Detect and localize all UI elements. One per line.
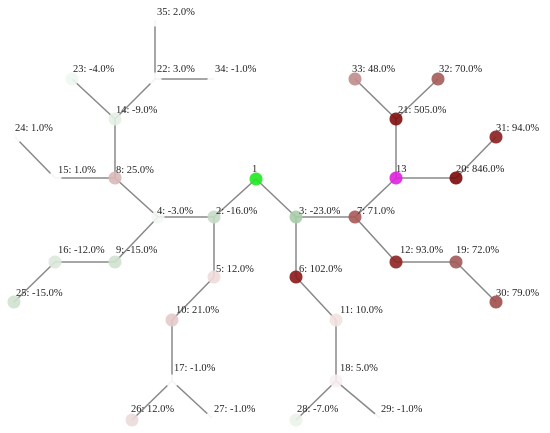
edge-15-24 (14, 136, 56, 179)
node-7[interactable] (348, 210, 362, 224)
labels-layer: 1 2: -16.0% 3: -23.0% 4: -3.0% 5: 12.0% 6: 10… (15, 7, 539, 415)
node-label-16: 16: -12.0% (58, 245, 105, 256)
node-25[interactable] (7, 295, 21, 309)
edge-4-8 (114, 177, 159, 218)
node-label-3: 3: -23.0% (299, 206, 341, 217)
edge-16-25 (13, 261, 56, 303)
edge-17-26 (131, 380, 173, 421)
node-26[interactable] (125, 413, 139, 427)
edge-18-28 (295, 380, 337, 421)
edge-17-27 (171, 380, 213, 419)
node-label-33: 33: 48.0% (352, 64, 395, 75)
edge-14-22 (114, 78, 156, 120)
node-22[interactable] (148, 72, 162, 86)
node-label-23: 23: -4.0% (73, 64, 115, 75)
node-35[interactable] (148, 13, 162, 27)
node-label-25: 25: -15.0% (16, 288, 63, 299)
node-15[interactable] (48, 171, 62, 185)
edge-18-29 (335, 380, 381, 419)
edge-4-9 (114, 216, 159, 263)
node-31[interactable] (489, 130, 503, 144)
node-label-6: 6: 102.0% (299, 264, 342, 275)
node-label-35: 35: 2.0% (157, 7, 195, 18)
edge-20-31 (455, 136, 497, 179)
node-label-18: 18: 5.0% (340, 363, 378, 374)
node-label-5: 5: 12.0% (216, 264, 254, 275)
node-8[interactable] (108, 171, 122, 185)
node-13[interactable] (389, 171, 403, 185)
node-label-1: 1 (252, 164, 257, 175)
node-label-10: 10: 21.0% (176, 305, 219, 316)
edge-14-23 (71, 78, 116, 120)
node-label-12: 12: 93.0% (400, 245, 443, 256)
node-20[interactable] (449, 171, 463, 185)
node-3[interactable] (289, 210, 303, 224)
node-label-8: 8: 25.0% (116, 165, 154, 176)
edge-7-12 (354, 216, 397, 263)
node-label-13: 13 (396, 164, 407, 175)
node-label-34: 34: -1.0% (215, 64, 257, 75)
node-4[interactable] (151, 210, 165, 224)
node-label-30: 30: 79.0% (496, 288, 539, 299)
edge-7-13 (354, 177, 397, 218)
node-23[interactable] (65, 72, 79, 86)
edge-5-10 (171, 276, 215, 321)
node-label-14: 14: -9.0% (116, 105, 158, 116)
node-label-20: 20: 846.0% (456, 164, 505, 175)
node-16[interactable] (48, 255, 62, 269)
node-label-24: 24: 1.0% (15, 123, 53, 134)
node-24[interactable] (8, 130, 22, 144)
node-label-4: 4: -3.0% (157, 206, 193, 217)
node-11[interactable] (329, 313, 343, 327)
node-1[interactable] (249, 172, 263, 186)
node-label-19: 19: 72.0% (456, 245, 499, 256)
node-label-22: 22: 3.0% (157, 64, 195, 75)
node-18[interactable] (329, 374, 343, 388)
node-27[interactable] (205, 411, 219, 425)
node-5[interactable] (207, 270, 221, 284)
node-17[interactable] (165, 374, 179, 388)
node-label-28: 28: -7.0% (297, 404, 339, 415)
node-label-27: 27: -1.0% (214, 404, 256, 415)
node-9[interactable] (108, 255, 122, 269)
node-label-7: 7: 71.0% (357, 206, 395, 217)
node-label-9: 9: -15.0% (116, 245, 158, 256)
nodes-layer (7, 13, 503, 427)
node-label-26: 26: 12.0% (131, 404, 174, 415)
node-28[interactable] (289, 413, 303, 427)
node-label-21: 21: 505.0% (398, 105, 447, 116)
node-label-17: 17: -1.0% (174, 363, 216, 374)
node-32[interactable] (431, 72, 445, 86)
node-30[interactable] (489, 295, 503, 309)
edge-21-33 (354, 78, 397, 120)
edge-1-2 (213, 178, 257, 218)
edge-1-3 (255, 178, 297, 218)
node-33[interactable] (348, 72, 362, 86)
node-label-31: 31: 94.0% (496, 123, 539, 134)
edges-layer (13, 20, 497, 421)
node-12[interactable] (389, 255, 403, 269)
node-6[interactable] (289, 270, 303, 284)
node-label-11: 11: 10.0% (340, 305, 383, 316)
node-19[interactable] (449, 255, 463, 269)
node-10[interactable] (165, 313, 179, 327)
node-2[interactable] (207, 210, 221, 224)
node-21[interactable] (389, 112, 403, 126)
node-label-29: 29: -1.0% (381, 404, 423, 415)
edge-6-11 (295, 276, 337, 321)
node-label-2: 2: -16.0% (216, 206, 258, 217)
node-label-15: 15: 1.0% (58, 165, 96, 176)
edge-21-32 (395, 78, 439, 120)
node-34[interactable] (207, 72, 221, 86)
node-label-32: 32: 70.0% (439, 64, 482, 75)
node-14[interactable] (108, 112, 122, 126)
edge-19-30 (455, 261, 497, 303)
node-29[interactable] (373, 411, 387, 425)
